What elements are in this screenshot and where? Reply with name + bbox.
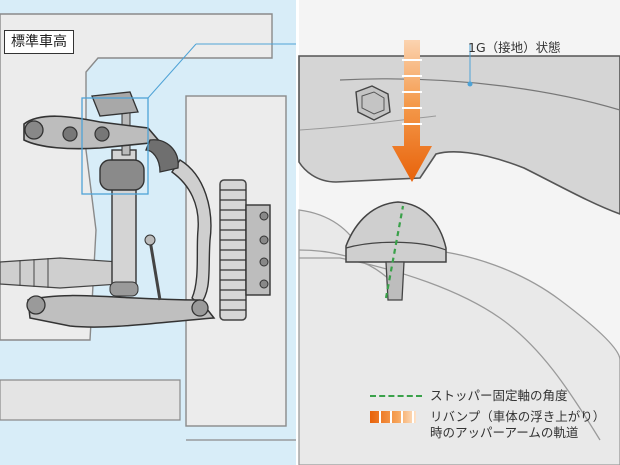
gradient-arrow-swatch — [370, 411, 416, 423]
legend-stopper-axis-text: ストッパー固定軸の角度 — [430, 388, 568, 403]
ground-contact-callout: 1G（接地）状態 — [468, 40, 561, 55]
legend-rebound-line2: 時のアッパーアームの軌道 — [430, 425, 579, 440]
right-panel — [298, 0, 620, 465]
left-panel — [0, 0, 464, 465]
dashed-line-swatch — [370, 395, 422, 397]
legend-rebound-text: リバンプ（車体の浮き上がり） 時のアッパーアームの軌道 — [430, 409, 605, 441]
legend-rebound-line1: リバンプ（車体の浮き上がり） — [430, 409, 606, 424]
standard-ride-height-label: 標準車高 — [4, 30, 74, 54]
